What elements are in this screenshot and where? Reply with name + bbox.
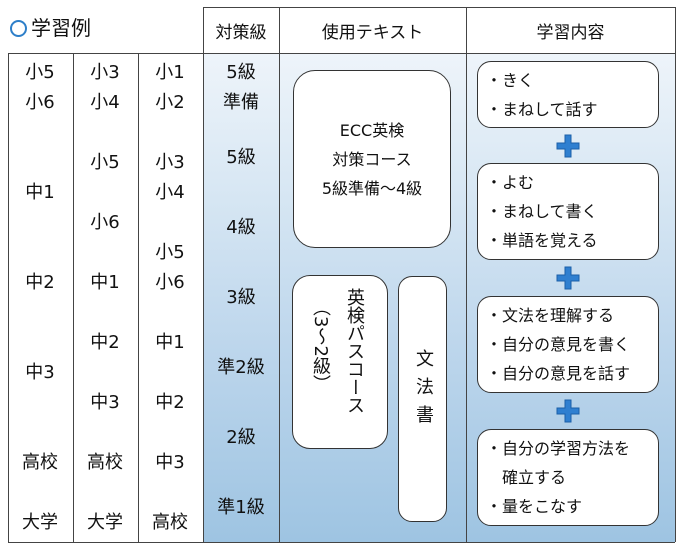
grade-cell: 小6 [25, 92, 55, 113]
pass-course-title: 英検パスコース [344, 288, 365, 414]
level-label: 準1級 [217, 497, 265, 518]
content-line: ・自分の意見を書く [486, 335, 631, 354]
level-label: 準備 [223, 92, 259, 113]
grade-cell: 高校 [87, 452, 123, 473]
grade-cell: 小3 [90, 62, 120, 83]
table-top-border [203, 7, 675, 8]
content-box-2: ・よむ ・まねして書く ・単語を覚える [477, 163, 659, 260]
grade-cell: 中3 [25, 362, 55, 383]
table-bottom-border [8, 542, 675, 543]
grade-cell: 中1 [25, 182, 55, 203]
header-text: 使用テキスト [321, 22, 424, 43]
grade-cell: 小6 [90, 212, 120, 233]
col-border-6 [675, 7, 676, 542]
content-box-1: ・きく ・まねして話す [477, 61, 659, 128]
content-line: ・まねして話す [486, 100, 598, 119]
ecc-line: 5級準備〜4級 [321, 178, 423, 198]
col-border-2 [138, 53, 139, 542]
col-border-0 [8, 53, 9, 542]
plus-icon [556, 134, 580, 158]
plus-icon [556, 266, 580, 290]
grade-cell: 小3 [155, 152, 185, 173]
content-line: ・きく [486, 71, 535, 90]
header-content: 学習内容 [536, 22, 605, 43]
col-border-1 [73, 53, 74, 542]
grade-cell: 高校 [22, 452, 58, 473]
plus-icon [556, 399, 580, 423]
grade-cell: 小2 [155, 92, 185, 113]
grade-cell: 大学 [22, 512, 58, 533]
grade-cell: 小5 [155, 242, 185, 263]
level-label: 準2級 [217, 357, 265, 378]
grade-cell: 小1 [155, 62, 185, 83]
ecc-line: 対策コース [332, 149, 412, 169]
grade-cell: 中1 [90, 272, 120, 293]
level-label: 5級 [226, 62, 256, 83]
col-border-3 [203, 7, 204, 542]
content-line: ・自分の学習方法を [486, 439, 631, 458]
grade-cell: 中3 [90, 392, 120, 413]
col-border-5 [466, 7, 467, 542]
grade-cell: 小4 [90, 92, 120, 113]
content-line: ・単語を覚える [486, 231, 598, 250]
level-label: 3級 [226, 287, 256, 308]
grade-cell: 小5 [90, 152, 120, 173]
content-line: ・文法を理解する [486, 306, 615, 325]
content-line: 確立する [486, 468, 567, 487]
content-line: ・自分の意見を話す [486, 364, 631, 383]
level-label: 4級 [226, 217, 256, 238]
header-level: 対策級 [215, 22, 267, 43]
content-box-3: ・文法を理解する ・自分の意見を書く ・自分の意見を話す [477, 296, 659, 393]
grade-cell: 小6 [155, 272, 185, 293]
grammar-book-box: 文法書 [398, 276, 447, 522]
col-border-4 [279, 7, 280, 542]
grammar-book-label: 文法書 [413, 349, 434, 433]
content-box-4: ・自分の学習方法を 確立する ・量をこなす [477, 429, 659, 526]
level-label: 5級 [226, 147, 256, 168]
grade-cell: 大学 [87, 512, 123, 533]
ecc-line: ECC英検 [339, 120, 405, 140]
grade-cell: 小5 [25, 62, 55, 83]
pass-course-range: （3〜2級） [310, 298, 331, 393]
content-line: ・まねして書く [486, 202, 598, 221]
content-line: ・量をこなす [486, 497, 583, 516]
grade-cell: 中2 [155, 392, 185, 413]
title-text: 学習例 [31, 16, 91, 40]
grade-cell: 中2 [90, 332, 120, 353]
grade-cell: 小4 [155, 182, 185, 203]
grade-cell: 中3 [155, 452, 185, 473]
level-label: 2級 [226, 427, 256, 448]
pass-course-box: 英検パスコース （3〜2級） [292, 275, 388, 449]
header-divider [8, 53, 675, 54]
grade-cell: 高校 [152, 512, 188, 533]
ecc-course-box: ECC英検 対策コース 5級準備〜4級 [293, 70, 451, 248]
grade-cell: 中1 [155, 332, 185, 353]
grade-cell: 中2 [25, 272, 55, 293]
circle-icon [10, 19, 27, 37]
page-title: 学習例 [10, 14, 91, 42]
content-line: ・よむ [486, 173, 535, 192]
